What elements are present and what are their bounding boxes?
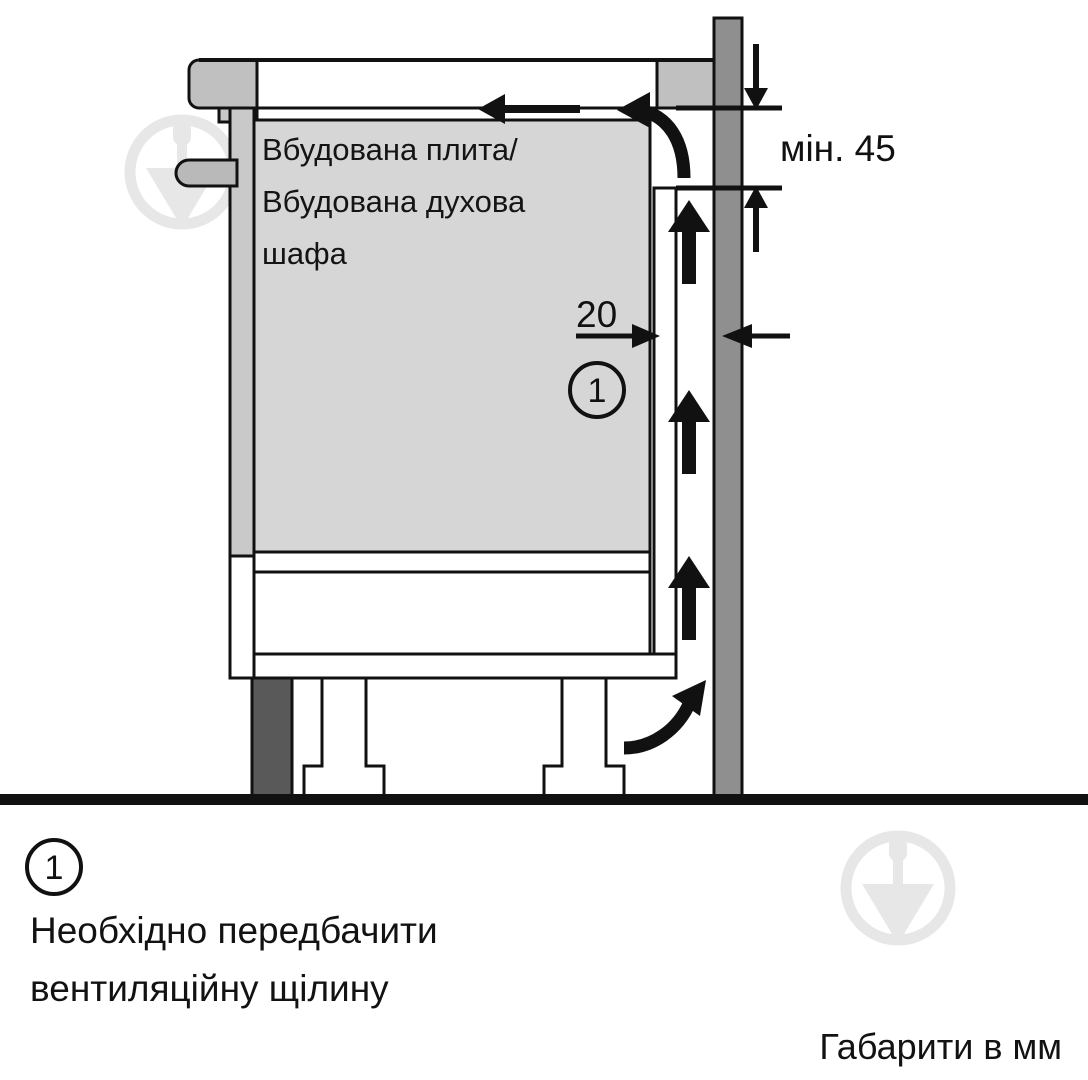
adjustable-foot-left	[302, 676, 386, 798]
wall-section	[712, 16, 744, 800]
legend-marker-1-number: 1	[45, 849, 64, 887]
appliance-label: Вбудована плита/ Вбудована духова шафа	[262, 132, 526, 271]
appliance-label-line-2: Вбудована духова	[262, 184, 526, 219]
adjustable-foot-right	[542, 676, 626, 798]
appliance-label-line-3: шафа	[262, 236, 348, 271]
callout-marker-1: 1	[568, 361, 626, 419]
legend-line-2: вентиляційну щілину	[30, 968, 389, 1009]
airflow-arrow-curved-top	[617, 92, 691, 179]
legend-marker-1: 1	[25, 838, 83, 896]
watermark-bottom-right	[846, 836, 950, 944]
airflow-arrow-up-1	[668, 200, 710, 284]
dimension-min-45: мін. 45	[676, 44, 896, 252]
rear-vent-panel	[652, 186, 678, 678]
dimension-gap-20: 20	[576, 294, 790, 348]
units-note: Габарити в мм	[819, 1026, 1062, 1067]
appliance-label-line-1: Вбудована плита/	[262, 132, 518, 167]
airflow-arrow-up-2	[668, 390, 710, 474]
airflow-arrow-left	[478, 94, 580, 124]
lower-cabinet	[228, 550, 678, 680]
legend-block: 1 Необхідно передбачити вентиляційну щіл…	[25, 838, 438, 1009]
legend-line-1: Необхідно передбачити	[30, 910, 438, 951]
plinth	[250, 676, 294, 798]
cabinet-handle	[174, 158, 239, 188]
floor-line	[0, 794, 1088, 805]
units-note-label: Габарити в мм	[819, 1026, 1062, 1067]
airflow-arrow-curved-bottom	[623, 680, 706, 755]
dimension-min-45-label: мін. 45	[780, 128, 896, 169]
dimension-gap-20-label: 20	[576, 294, 617, 335]
airflow-arrow-up-3	[668, 556, 710, 640]
callout-marker-1-number: 1	[588, 372, 607, 410]
